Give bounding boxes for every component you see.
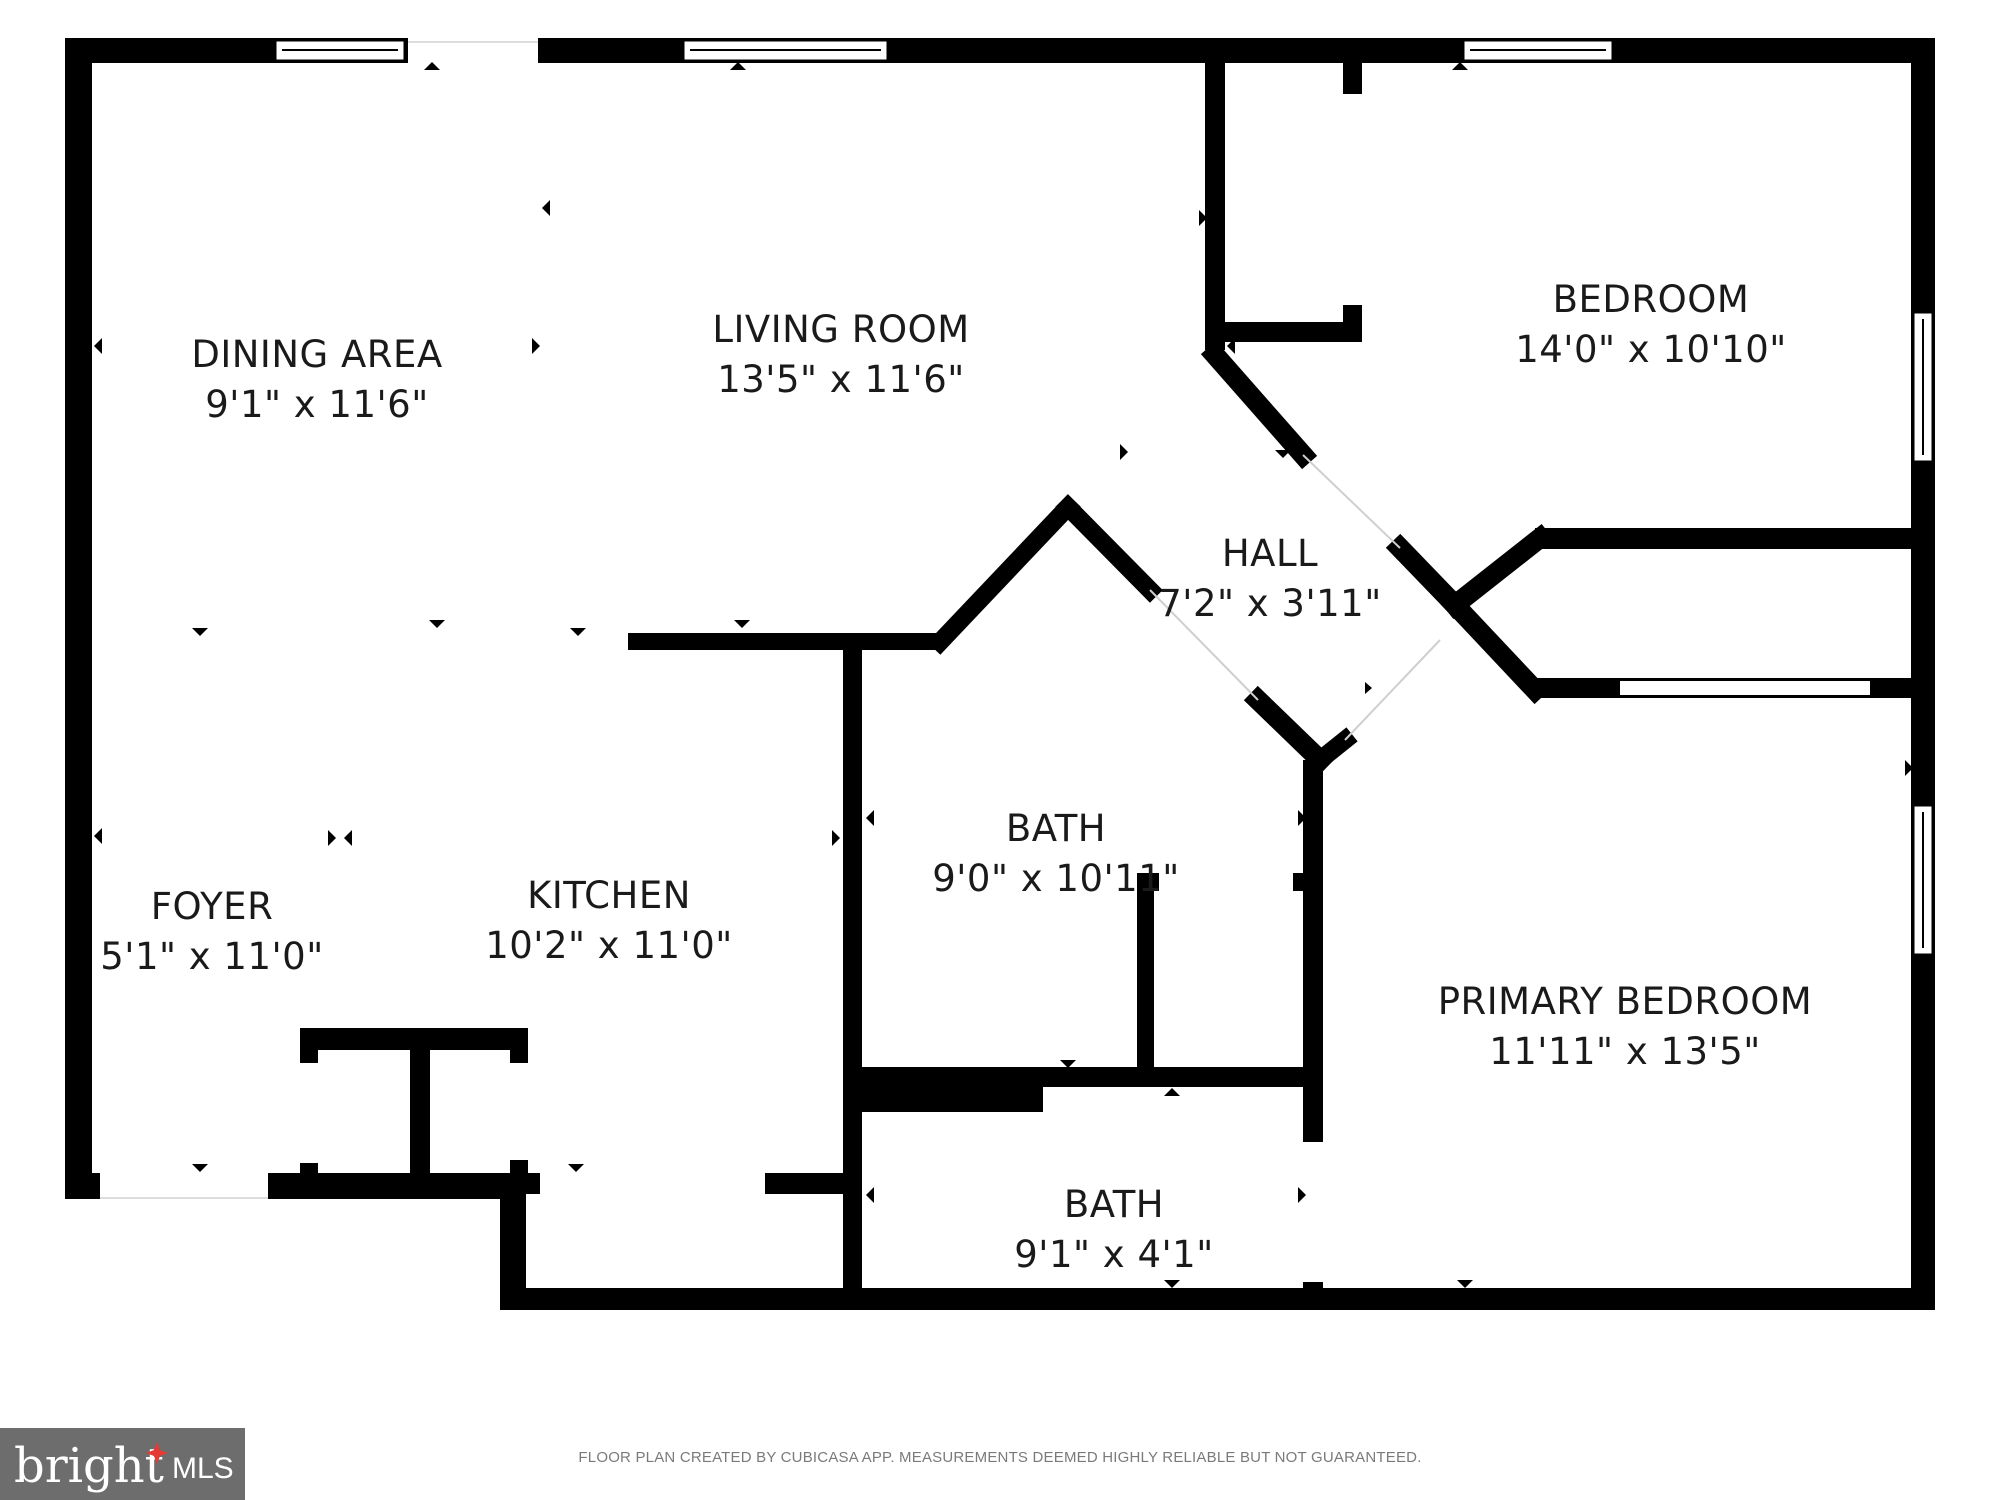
primary-closet-door [1620, 681, 1870, 695]
room-dims-living: 13'5" x 11'6" [717, 358, 965, 401]
logo-spark-icon [146, 1442, 168, 1464]
room-dims-hall: 7'2" x 3'11" [1158, 582, 1382, 625]
wall-step [500, 1173, 526, 1310]
room-dims-bedroom: 14'0" x 10'10" [1515, 328, 1787, 371]
room-labels: DINING AREA 9'1" x 11'6" LIVING ROOM 13'… [100, 278, 1812, 1276]
bath-closet-door [1159, 876, 1293, 888]
room-dims-bath-small: 9'1" x 4'1" [1014, 1233, 1213, 1276]
interior-walls [300, 60, 1925, 1310]
bath-wall [1303, 1282, 1323, 1310]
bright-mls-logo: bright MLS [0, 1428, 245, 1500]
bath-door [1305, 1142, 1321, 1282]
room-name-kitchen: KITCHEN [527, 874, 691, 917]
closet-wall [1205, 60, 1225, 350]
bedroom-divider [1535, 528, 1925, 549]
room-name-hall: HALL [1222, 532, 1318, 575]
kitchen-wall-top [628, 633, 945, 650]
diagonal-walls [927, 340, 1555, 775]
room-dims-foyer: 5'1" x 11'0" [100, 935, 324, 978]
room-name-bath: BATH [1006, 807, 1106, 850]
bath-wall [1303, 760, 1323, 1142]
bath-wall [1137, 873, 1154, 1083]
room-name-living: LIVING ROOM [712, 308, 969, 351]
kitchen-opening [540, 1176, 765, 1190]
bath-wall [1137, 873, 1159, 891]
pantry-wall [410, 1028, 430, 1178]
room-name-foyer: FOYER [151, 885, 274, 928]
closet-door [1345, 94, 1360, 305]
room-name-dining: DINING AREA [191, 333, 442, 376]
room-dims-primary-bedroom: 11'11" x 13'5" [1489, 1030, 1761, 1073]
exterior-walls [65, 38, 1935, 1310]
pantry-wall [300, 1163, 318, 1185]
room-dims-bath: 9'0" x 10'11" [932, 857, 1180, 900]
hall-doorways [1149, 454, 1441, 741]
entry-door [100, 1173, 268, 1199]
logo-brand: bright [14, 1438, 164, 1494]
logo-suffix: MLS [172, 1452, 234, 1485]
kitchen-wall-bottom [765, 1173, 855, 1194]
pantry-wall [300, 1028, 318, 1063]
disclaimer-note: FLOOR PLAN CREATED BY CUBICASA APP. MEAS… [578, 1449, 1421, 1466]
wall-right [1911, 38, 1935, 1310]
room-name-bath-small: BATH [1064, 1183, 1164, 1226]
bath-wall-thick [843, 1067, 1043, 1112]
room-dims-dining: 9'1" x 11'6" [205, 383, 429, 426]
wall-bottom [500, 1288, 1935, 1310]
room-name-primary-bedroom: PRIMARY BEDROOM [1438, 980, 1813, 1023]
room-dims-kitchen: 10'2" x 11'0" [485, 924, 733, 967]
room-name-bedroom: BEDROOM [1553, 278, 1750, 321]
closet-wall [1343, 60, 1362, 94]
closet-wall [1205, 322, 1362, 342]
closet-wall [1343, 305, 1362, 342]
kitchen-wall-right [843, 642, 862, 1302]
dimension-markers [94, 62, 1913, 1288]
wall-left [65, 38, 92, 1198]
pantry-wall [510, 1160, 528, 1190]
windows [100, 38, 1935, 1199]
pantry-wall [510, 1028, 528, 1063]
